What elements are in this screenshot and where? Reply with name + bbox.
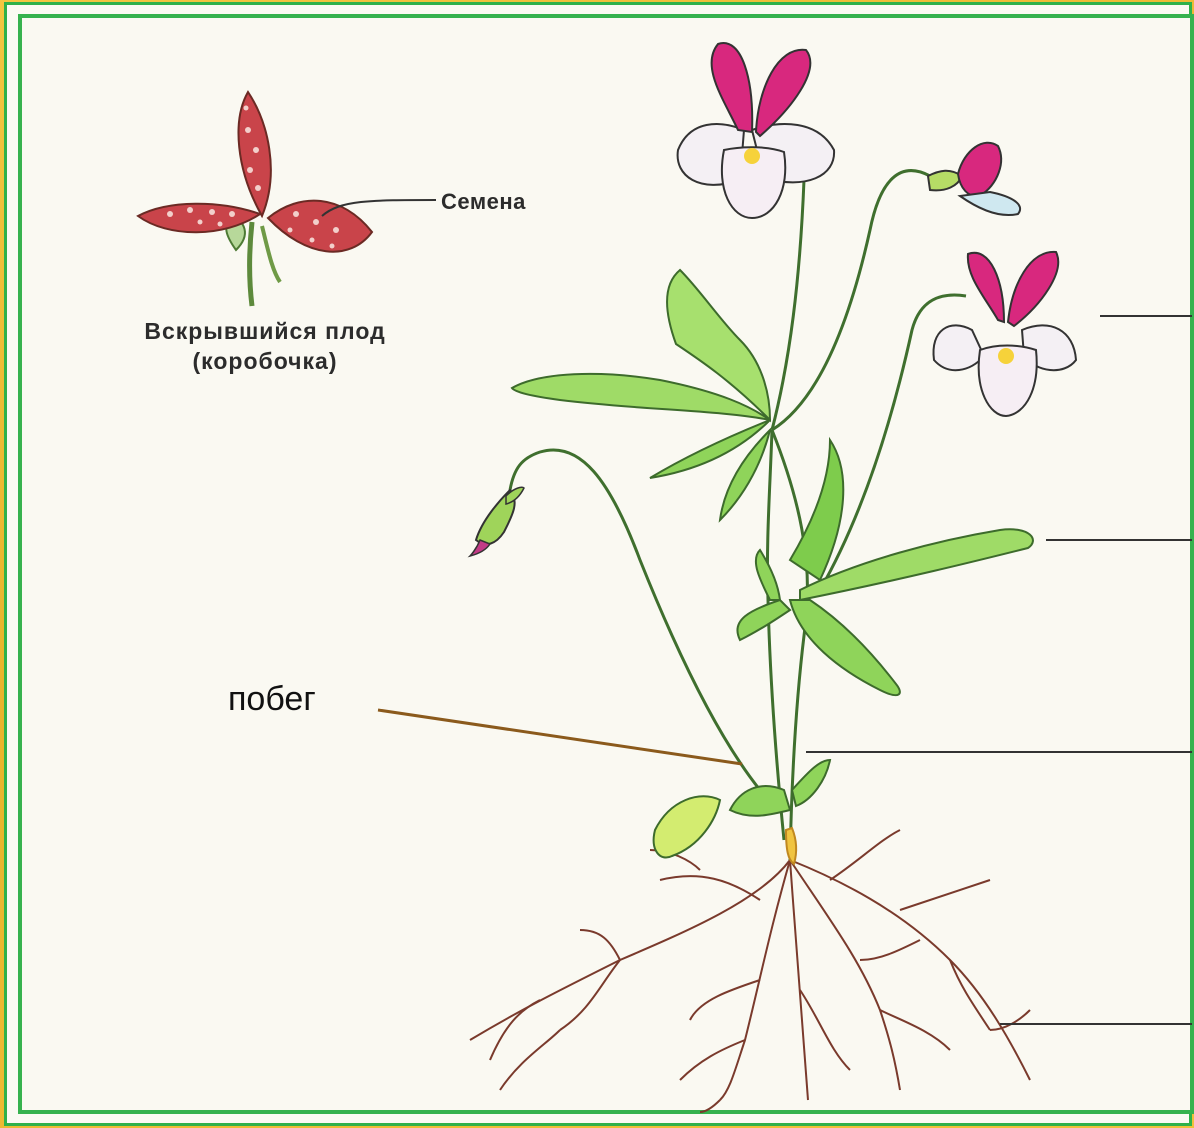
capsule-fruit bbox=[138, 92, 436, 306]
flower-side bbox=[928, 143, 1020, 215]
fruit-caption: Вскрывшийся плод (коробочка) bbox=[60, 316, 470, 376]
fruit-caption-line1: Вскрывшийся плод bbox=[60, 316, 470, 346]
flower-top bbox=[678, 43, 834, 218]
stems bbox=[510, 148, 966, 860]
fruit-caption-line2: (коробочка) bbox=[60, 346, 470, 376]
roots bbox=[470, 830, 1030, 1112]
seeds-label: Семена bbox=[441, 189, 526, 215]
shoot-label: побег bbox=[228, 680, 316, 719]
shoot-pointer-line bbox=[378, 710, 742, 764]
flower-right bbox=[933, 252, 1076, 416]
flower-bud bbox=[470, 487, 524, 556]
